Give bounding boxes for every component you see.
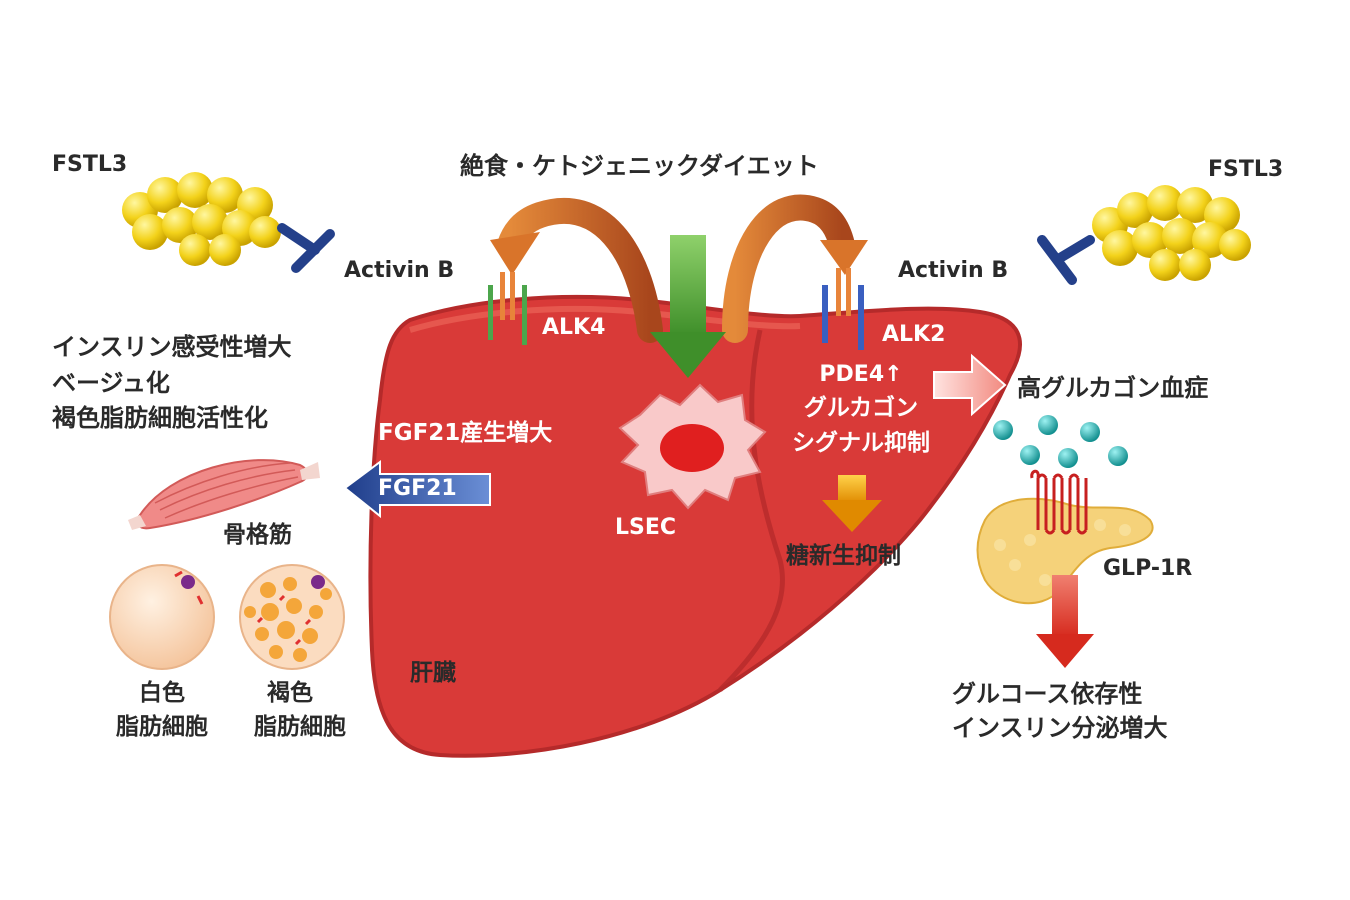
glp1r-receptor: [1030, 469, 1088, 535]
left-effect-1: インスリン感受性増大: [52, 333, 292, 361]
inhibitor-right: [1037, 235, 1095, 285]
activin-right-label: Activin B: [898, 258, 1009, 283]
left-effect-3: 褐色脂肪細胞活性化: [52, 404, 268, 432]
lsec-cell: [618, 383, 767, 510]
fgf21-production-label: FGF21産生増大: [378, 420, 553, 446]
hyperglucagonemia-label: 高グルカゴン血症: [1017, 374, 1209, 402]
gluconeogenesis-label: 糖新生抑制: [786, 543, 901, 569]
glucagon-dots: [993, 415, 1128, 468]
fstl3-right-label: FSTL3: [1208, 157, 1284, 182]
left-effect-2: ベージュ化: [52, 369, 170, 397]
alk4-label: ALK4: [542, 315, 606, 340]
liver-label: 肝臓: [410, 660, 456, 686]
gluconeogenesis-arrow: [822, 475, 882, 532]
white-adipocyte: [109, 564, 215, 670]
insulin-line2: インスリン分泌増大: [952, 714, 1168, 742]
brown-fat-line2: 脂肪細胞: [254, 714, 346, 740]
liver-illustration: [368, 294, 1022, 758]
skeletal-muscle-illustration: [128, 459, 320, 530]
alk4-receptor: [488, 272, 527, 345]
hyperglucagonemia-arrow: [933, 353, 1007, 417]
alk2-receptor: [822, 268, 864, 350]
skeletal-muscle-label: 骨格筋: [223, 522, 292, 548]
insulin-line1: グルコース依存性: [952, 680, 1143, 708]
fgf21-arrow: [343, 460, 491, 519]
white-fat-line2: 脂肪細胞: [116, 714, 208, 740]
fat-cluster-right: [1092, 185, 1251, 281]
central-down-arrow: [650, 235, 726, 378]
insulin-arrow: [1036, 575, 1094, 668]
activin-left-label: Activin B: [344, 258, 455, 283]
glucagon-signal-line2: シグナル抑制: [792, 430, 930, 456]
alk2-label: ALK2: [882, 322, 946, 347]
pde4-label: PDE4↑: [819, 362, 903, 387]
pancreas-illustration: [976, 497, 1154, 605]
brown-fat-line1: 褐色: [267, 680, 313, 706]
glucagon-signal-line1: グルカゴン: [803, 395, 919, 421]
brown-adipocyte: [239, 564, 345, 670]
fgf21-arrow-label: FGF21: [378, 476, 457, 501]
white-fat-line1: 白色: [139, 680, 185, 706]
diet-arrows: [490, 194, 868, 343]
fat-cluster-left: [122, 172, 281, 266]
diet-label: 絶食・ケトジェニックダイエット: [460, 152, 819, 180]
glp1r-label: GLP-1R: [1103, 556, 1193, 581]
fstl3-left-label: FSTL3: [52, 152, 128, 177]
lsec-label: LSEC: [615, 515, 677, 540]
inhibitor-left: [277, 223, 335, 273]
